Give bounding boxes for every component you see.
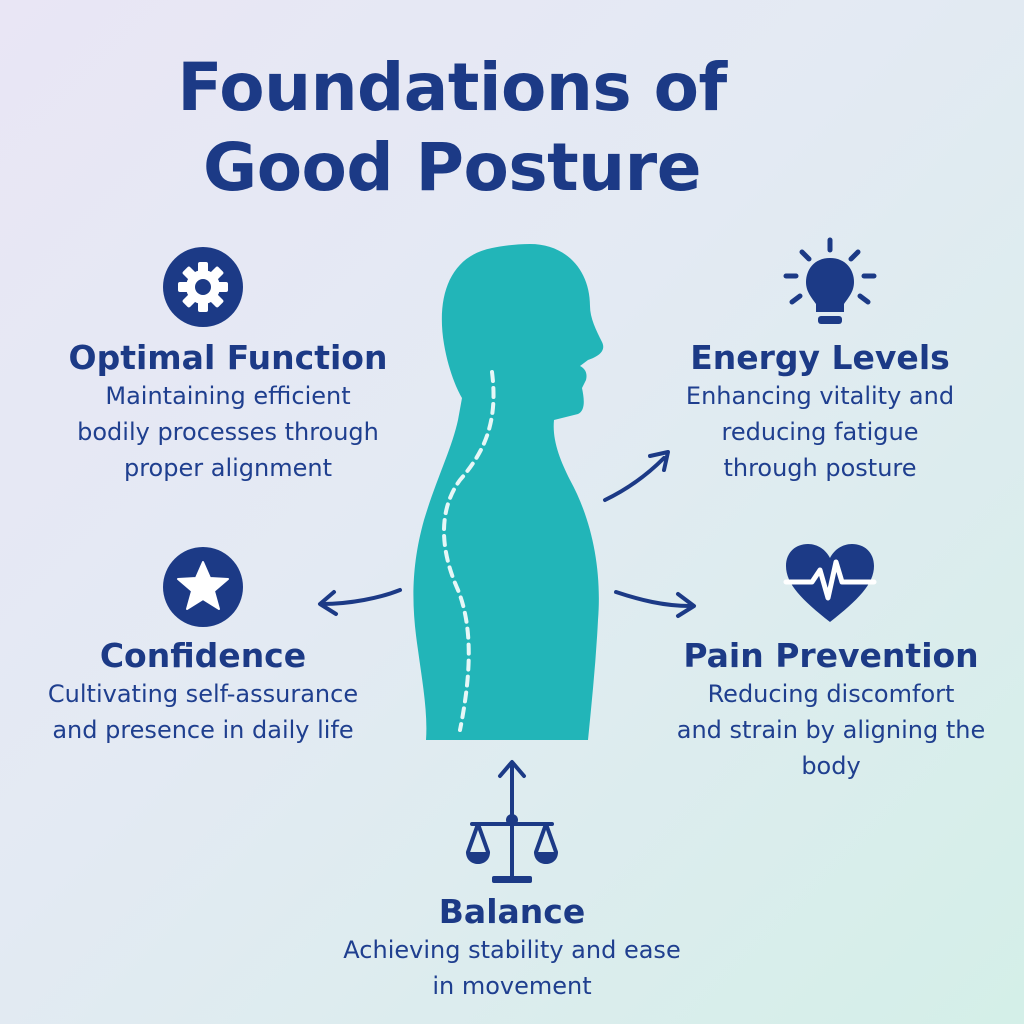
pain-prevention-line-2: and strain by aligning the <box>676 716 986 744</box>
balance-heading: Balance <box>438 892 586 931</box>
energy-levels-block: Energy Levels Enhancing vitality and red… <box>630 338 1010 486</box>
balance-line-1: Achieving stability and ease <box>343 936 681 964</box>
optimal-function-block: Optimal Function Maintaining efficient b… <box>28 338 428 486</box>
arrow-to-energy <box>603 450 670 502</box>
energy-levels-line-3: through posture <box>723 454 917 482</box>
lightbulb-icon <box>783 237 877 324</box>
balance-line-2: in movement <box>432 972 592 1000</box>
optimal-function-line-1: Maintaining efficient <box>105 382 351 410</box>
pain-prevention-block: Pain Prevention Reducing discomfort and … <box>644 636 1018 784</box>
optimal-function-heading: Optimal Function <box>68 338 388 377</box>
energy-levels-line-2: reducing fatigue <box>721 418 919 446</box>
human-silhouette <box>413 244 604 740</box>
title-line-1: Foundations of <box>177 49 727 126</box>
optimal-function-line-3: proper alignment <box>123 454 332 482</box>
arrow-to-balance <box>498 760 526 820</box>
confidence-heading: Confidence <box>99 636 307 675</box>
title-line-2: Good Posture <box>203 129 701 206</box>
heartbeat-icon <box>783 544 877 622</box>
energy-levels-line-1: Enhancing vitality and <box>685 382 955 410</box>
pain-prevention-line-1: Reducing discomfort <box>707 680 955 708</box>
optimal-function-line-2: bodily processes through <box>77 418 379 446</box>
arrow-to-pain-prevention <box>614 590 696 618</box>
gear-icon <box>163 247 243 327</box>
star-icon <box>163 547 243 627</box>
pain-prevention-heading: Pain Prevention <box>683 636 979 675</box>
energy-levels-heading: Energy Levels <box>690 338 950 377</box>
spine-line <box>442 370 496 732</box>
page-title: Foundations of Good Posture <box>0 48 904 208</box>
confidence-block: Confidence Cultivating self-assurance an… <box>18 636 388 748</box>
confidence-line-1: Cultivating self-assurance <box>47 680 359 708</box>
balance-block: Balance Achieving stability and ease in … <box>292 892 732 1004</box>
arrow-to-confidence <box>318 588 402 616</box>
confidence-line-2: and presence in daily life <box>52 716 354 744</box>
scale-icon <box>466 814 558 883</box>
pain-prevention-line-3: body <box>801 752 861 780</box>
